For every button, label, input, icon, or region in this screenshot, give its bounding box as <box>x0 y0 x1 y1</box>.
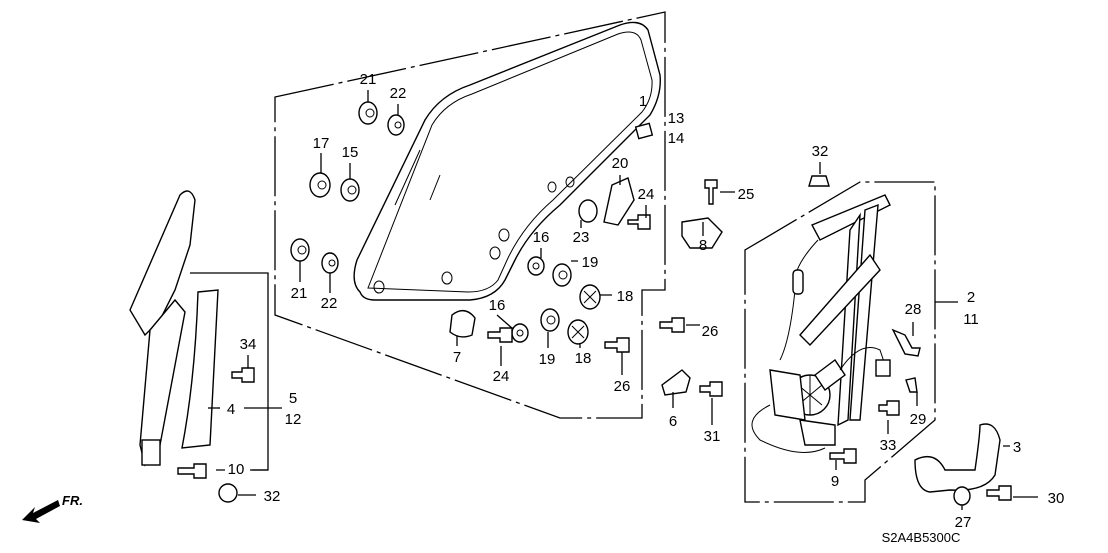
run-channel-4 <box>181 289 219 449</box>
callout: 21 <box>291 285 308 302</box>
callout: 29 <box>910 411 927 428</box>
callout: 24 <box>493 368 510 385</box>
label-sticker <box>634 122 654 140</box>
callout: 10 <box>228 461 245 478</box>
bolt-26 <box>659 317 685 333</box>
callout: 9 <box>831 473 839 490</box>
callout: 24 <box>638 186 655 203</box>
callout: 18 <box>575 350 592 367</box>
washer-16 <box>527 256 545 276</box>
grommet-22b <box>321 252 339 274</box>
callout: 19 <box>582 254 599 271</box>
nut-27 <box>953 486 971 506</box>
callout: 18 <box>617 288 634 305</box>
callout: 31 <box>704 428 721 445</box>
callout: 22 <box>321 295 338 312</box>
nut-32 <box>808 175 830 187</box>
bolt-31 <box>699 381 723 397</box>
regulator-group-outline <box>744 181 936 503</box>
bolt-26b <box>604 337 630 353</box>
grommet-17 <box>309 172 331 198</box>
bolt-33 <box>878 400 900 416</box>
callout: 1 <box>639 93 647 110</box>
callout: 23 <box>573 229 590 246</box>
callout: 6 <box>669 413 677 430</box>
grommet-15 <box>340 178 360 202</box>
callout: 20 <box>612 155 629 172</box>
callout: 16 <box>489 297 506 314</box>
callout: 12 <box>285 411 302 428</box>
washer-16b <box>511 323 529 343</box>
bolt-34 <box>231 367 255 383</box>
grommet-22 <box>387 114 405 136</box>
washer-19 <box>552 263 572 287</box>
holder-20 <box>603 177 635 226</box>
callout: 15 <box>342 144 359 161</box>
washer-23 <box>578 199 598 223</box>
bolt-10 <box>177 463 207 479</box>
bolt-9 <box>829 448 857 464</box>
clip-28 <box>891 328 921 357</box>
callout: 14 <box>668 130 685 147</box>
callout: 7 <box>453 349 461 366</box>
callout: 22 <box>390 85 407 102</box>
callout: 2 <box>967 289 975 306</box>
door-glass <box>353 21 661 301</box>
clip-29 <box>905 377 918 393</box>
glass-group-outline <box>274 11 666 419</box>
callout: 30 <box>1048 490 1065 507</box>
callout: 13 <box>668 110 685 127</box>
callout: 3 <box>1013 439 1021 456</box>
bolt-30 <box>986 485 1012 501</box>
spacer-18b <box>567 319 589 345</box>
clip-8 <box>681 217 723 249</box>
callout: 26 <box>702 323 719 340</box>
callout: 4 <box>227 401 235 418</box>
callout: 5 <box>289 390 297 407</box>
diagram-code: S2A4B5300C <box>882 530 961 545</box>
bolt-24 <box>627 214 651 230</box>
front-direction-arrow: FR. <box>22 493 83 523</box>
callout: 11 <box>963 311 979 328</box>
window-regulator <box>751 194 891 453</box>
rear-glass-channel <box>129 190 196 467</box>
callout: 33 <box>880 437 897 454</box>
clip-6 <box>661 369 691 396</box>
spacer-18 <box>579 284 601 310</box>
callout: 32 <box>812 143 829 160</box>
washer-19b <box>540 308 560 332</box>
bracket-3 <box>914 423 1001 493</box>
callout: 21 <box>360 71 377 88</box>
grommet-21 <box>358 101 378 125</box>
callout: 26 <box>614 378 631 395</box>
callout: 19 <box>539 351 556 368</box>
callout: 32 <box>264 488 281 505</box>
bolt-25 <box>704 179 718 205</box>
callout: 34 <box>240 336 257 353</box>
direction-label: FR. <box>62 493 83 508</box>
callout: 25 <box>738 186 755 203</box>
grommet-7 <box>449 310 476 338</box>
callout: 17 <box>313 135 330 152</box>
callout: 16 <box>533 229 550 246</box>
bolt-24b <box>487 327 513 343</box>
callout: 27 <box>955 514 972 531</box>
nut-32b <box>218 483 238 503</box>
callout-labels: 21 22 17 15 21 22 1 13 14 20 24 25 32 23… <box>227 71 1065 531</box>
callout: 8 <box>699 237 707 254</box>
callout: 28 <box>905 301 922 318</box>
grommet-21b <box>290 238 310 262</box>
